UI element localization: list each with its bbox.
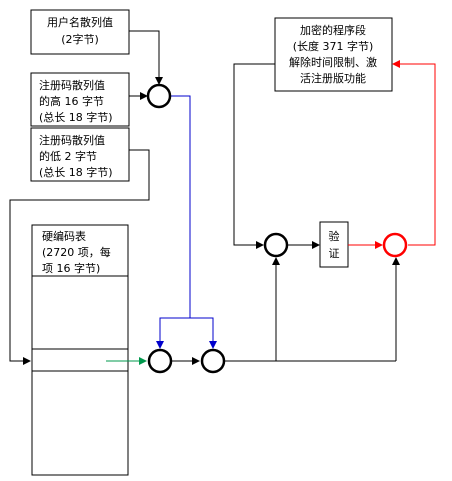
reg-hash-high-line-1: 注册码散列值: [39, 78, 105, 92]
xor4-circle: [263, 232, 289, 258]
reg-hash-low-line-2: 的低 2 字节: [39, 149, 97, 163]
table-line-1: 硬编码表: [42, 229, 86, 243]
verify-line-1: 验: [329, 229, 340, 243]
hardcoded-table-box: 硬编码表 (2720 项，每 项 16 字节): [31, 224, 129, 476]
encrypted-segment-box: 加密的程序段 (长度 371 字节) 解除时间限制、激 活注册版功能: [274, 17, 393, 92]
xor3-circle: [200, 348, 226, 374]
verify-line-2: 证: [329, 247, 340, 260]
username-hash-box: 用户名散列值 (2字节): [30, 9, 130, 55]
reg-hash-high-box: 注册码散列值 的高 16 字节 (总长 18 字节): [30, 72, 130, 127]
reg-hash-high-line-3: (总长 18 字节): [39, 110, 113, 124]
reg-low-to-table-arrow: [9, 149, 150, 365]
table-selected-entry: [31, 348, 129, 372]
reg-hash-low-line-3: (总长 18 字节): [39, 165, 113, 179]
encrypted-segment-line-1: 加密的程序段: [300, 23, 366, 37]
reg-hash-low-line-1: 注册码散列值: [39, 133, 105, 147]
username-hash-line-2: (2字节): [61, 32, 99, 46]
reg-hash-low-box: 注册码散列值 的低 2 字节 (总长 18 字节): [30, 127, 130, 182]
xor5-to-segment-red-arrow: [392, 60, 436, 246]
username-hash-line-1: 用户名散列值: [47, 15, 113, 29]
xor1-to-xor3-blue-arrow: [190, 317, 217, 349]
encrypted-segment-line-4: 活注册版功能: [300, 71, 366, 85]
table-line-3: 项 16 字节): [42, 261, 100, 275]
encrypted-segment-line-3: 解除时间限制、激: [289, 55, 377, 69]
xor1-to-xor2-blue-arrow: [156, 95, 191, 349]
table-line-2: (2720 项，每: [42, 245, 111, 259]
segment-to-xor4-arrow: [233, 63, 275, 249]
verify-box: 验 证: [319, 221, 349, 268]
xor1-circle: [146, 83, 172, 109]
reg-hash-high-line-2: 的高 16 字节: [39, 94, 104, 108]
encrypted-segment-line-2: (长度 371 字节): [293, 39, 374, 53]
xor5-red-circle: [382, 232, 408, 258]
xor2-circle: [147, 348, 173, 374]
username-to-xor1-arrow: [129, 30, 163, 85]
